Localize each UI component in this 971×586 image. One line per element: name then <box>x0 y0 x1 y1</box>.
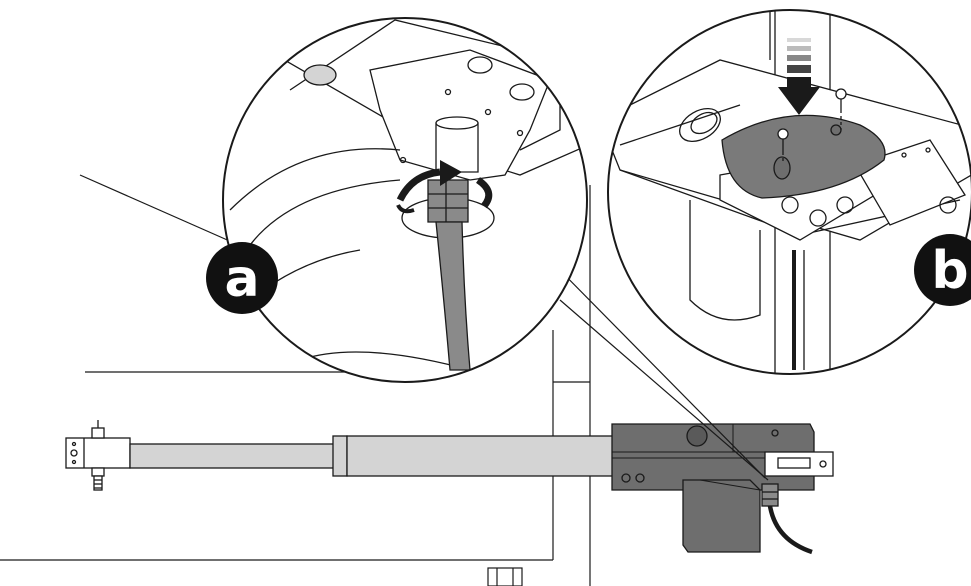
bracket-bolt <box>91 427 105 439</box>
motor-housing <box>611 423 834 553</box>
rod-collar <box>332 435 348 477</box>
callout-badge-a: a <box>206 242 278 314</box>
inner-rod <box>129 443 336 469</box>
callout-badge-b: b <box>914 234 971 306</box>
detail-b <box>607 9 971 375</box>
outer-tube <box>346 435 618 477</box>
cover-plate <box>721 114 886 199</box>
power-cable <box>767 505 813 555</box>
detail-a <box>222 17 588 383</box>
callout-leaders <box>544 254 769 481</box>
callout-label-a: a <box>224 249 259 309</box>
callout-label-b: b <box>931 241 968 301</box>
cable-gland <box>761 483 779 507</box>
arrow-down-icon <box>778 38 820 115</box>
actuator-arm <box>65 420 618 491</box>
